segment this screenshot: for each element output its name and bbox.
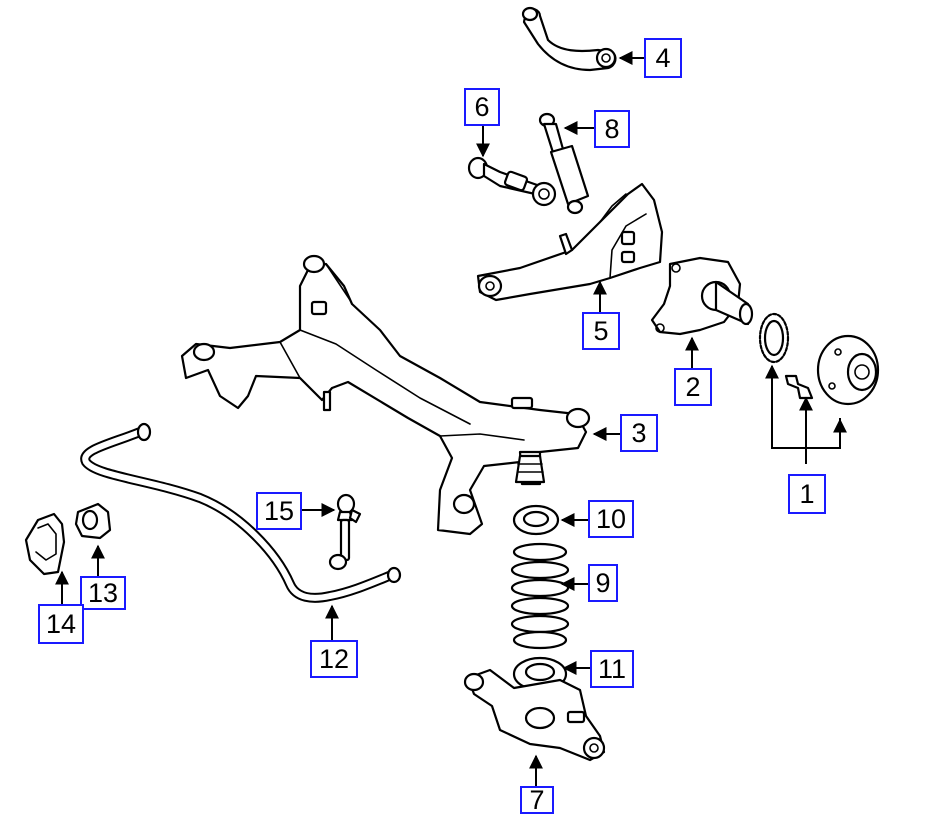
coil-spring-part: [510, 542, 570, 650]
callout-12: 12: [310, 640, 358, 678]
callout-7: 7: [520, 786, 554, 814]
upper-control-arm-part: [521, 6, 617, 72]
stabilizer-link-part: [328, 493, 362, 571]
callout-15: 15: [256, 492, 302, 530]
leader-lines: [55, 51, 847, 786]
callout-14: 14: [38, 604, 84, 644]
stabilizer-bushing-part: [74, 502, 112, 540]
toe-link-part: [467, 156, 557, 207]
hub-carrier-part: [650, 256, 754, 336]
callout-2: 2: [674, 368, 712, 406]
shock-absorber-part: [538, 112, 590, 215]
stabilizer-clamp-part: [24, 512, 66, 576]
bump-stop-part: [514, 454, 546, 484]
trailing-arm-part: [476, 182, 664, 302]
callout-6: 6: [464, 88, 500, 126]
callout-4: 4: [644, 38, 682, 78]
callout-1: 1: [788, 474, 826, 514]
callout-10: 10: [588, 500, 634, 538]
hub-bearing-part: [758, 312, 880, 406]
stabilizer-bar-part: [80, 422, 402, 603]
callout-11: 11: [590, 650, 634, 688]
callout-8: 8: [594, 110, 630, 148]
callout-9: 9: [588, 564, 618, 602]
callout-3: 3: [620, 414, 658, 452]
subframe-part: [180, 254, 591, 536]
lower-control-arm-part: [463, 668, 606, 762]
callout-5: 5: [582, 312, 620, 350]
callout-13: 13: [80, 576, 126, 610]
upper-spring-seat-part: [512, 504, 560, 536]
